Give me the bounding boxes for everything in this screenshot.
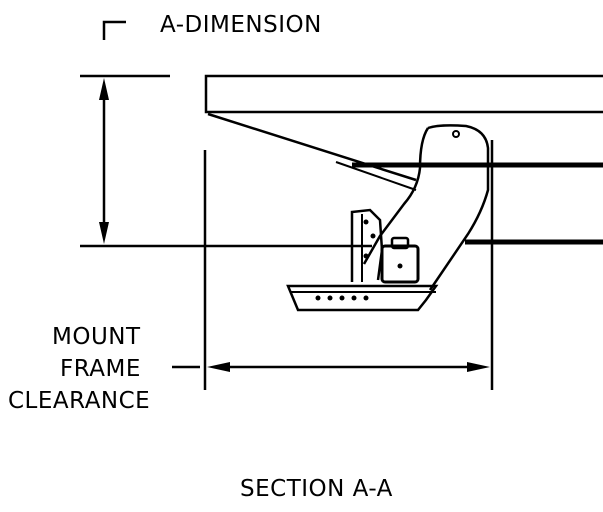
a-dimension-label: A-DIMENSION: [160, 12, 322, 38]
bracket-hole: [452, 130, 460, 138]
a-dimension-leader: [102, 20, 126, 40]
section-title: SECTION A-A: [240, 476, 393, 502]
brace-lower-edge: [335, 161, 417, 191]
clearance-label-line-1: MOUNT: [52, 324, 141, 350]
lock-box: [380, 236, 420, 284]
diagonal-brace: [207, 112, 417, 182]
clearance-label-line-3: CLEARANCE: [8, 388, 150, 414]
clearance-dimension-line: [207, 362, 490, 372]
base-plate: [286, 284, 439, 312]
mount-bracket: [362, 124, 490, 291]
a-dimension-line: [99, 78, 109, 244]
clearance-label-line-2: FRAME: [60, 356, 141, 382]
top-plate: [204, 74, 603, 114]
